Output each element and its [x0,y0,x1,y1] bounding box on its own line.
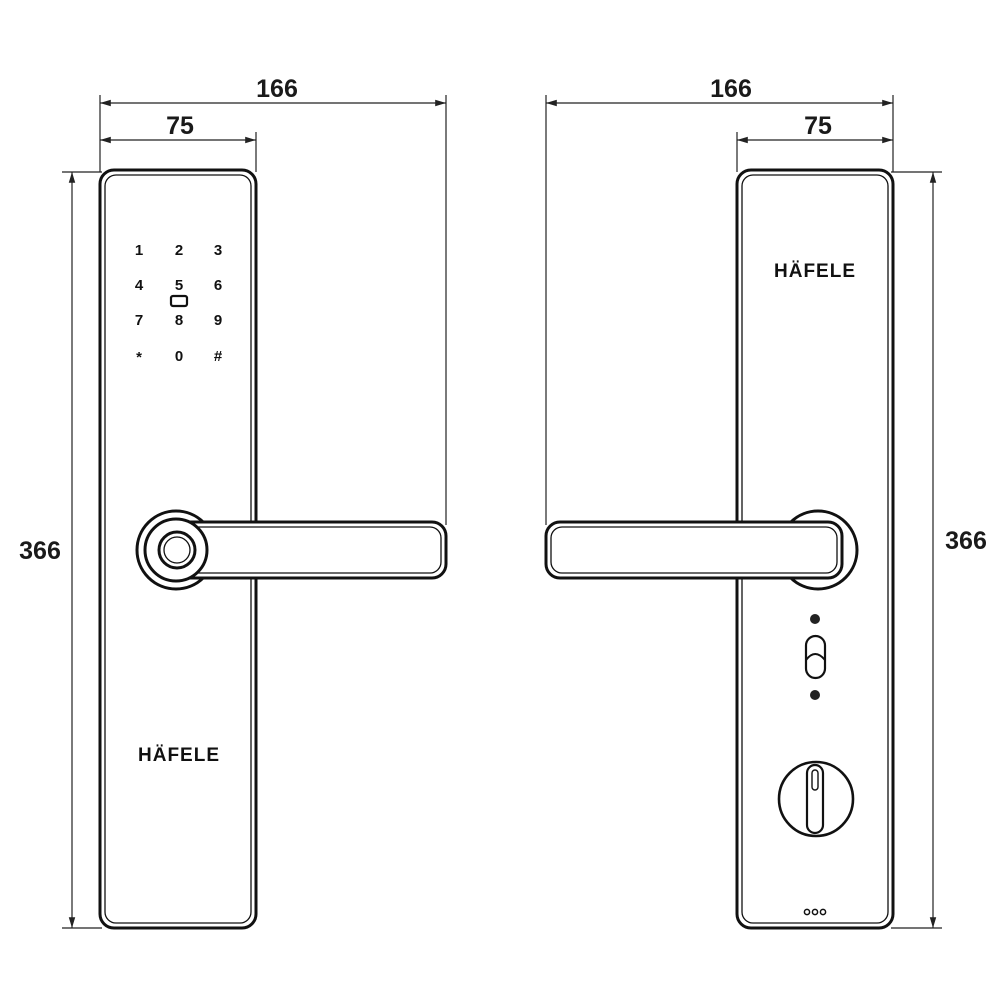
back-view: 166 75 366 HÄFELE [544,75,987,930]
card-reader-icon [169,294,189,308]
thumb-turn-grip [805,763,825,835]
back-brand-logo: HÄFELE [774,261,856,282]
privacy-slider[interactable] [804,634,827,680]
dimension-label-366: 366 [945,527,987,555]
screw-icon [810,614,820,624]
dimension-label-166: 166 [710,75,752,103]
key-3: 3 [214,242,222,259]
key-6: 6 [214,277,222,294]
key-1: 1 [135,242,143,259]
key-7: 7 [135,312,143,329]
key-2: 2 [175,242,183,259]
key-0: 0 [175,348,183,365]
thumb-turn[interactable] [777,760,855,838]
dimension-label-75: 75 [804,112,832,140]
key-4: 4 [135,277,144,294]
privacy-slider-knob [805,653,826,661]
dimension-label-166: 166 [256,75,298,103]
back-lever-handle[interactable] [544,520,844,580]
front-brand-logo: HÄFELE [138,745,220,766]
fingerprint-sensor-inner [163,536,191,564]
key-9: 9 [214,312,222,329]
dimension-label-75: 75 [166,112,194,140]
thumb-turn-indicator [811,769,819,791]
dimension-label-366: 366 [19,537,61,565]
key-star: * [136,349,142,366]
front-lever-handle[interactable] [168,520,448,580]
front-view: 166 75 366 1 2 3 4 5 6 7 8 9 * 0 # [19,75,448,930]
key-8: 8 [175,312,183,329]
keypad: 1 2 3 4 5 6 7 8 9 * 0 # [135,242,223,366]
screw-icon [810,690,820,700]
back-lever-inner-edge [550,526,838,574]
key-5: 5 [175,277,183,294]
battery-contact-dots [803,908,827,916]
key-hash: # [214,348,223,365]
